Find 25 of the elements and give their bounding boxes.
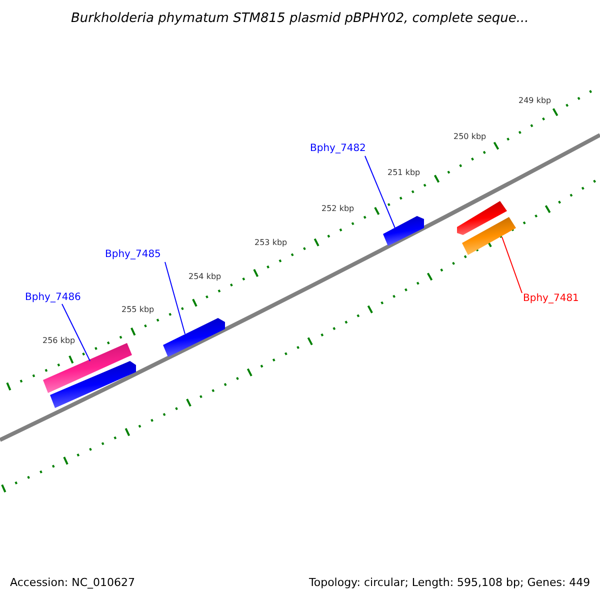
scale-label: 252 kbp — [322, 204, 354, 212]
gene-block — [457, 201, 507, 235]
footer-text: Topology: circular; Length: 595,108 bp; Genes: 449 — [309, 576, 590, 588]
scale-label: 253 kbp — [254, 238, 288, 246]
scale-label: 256 kbp — [42, 336, 76, 344]
gene-block — [50, 361, 136, 408]
gene-label: Bphy_7482 — [310, 142, 366, 154]
gene-label: Bphy_7485 — [105, 248, 161, 260]
leader-line — [364, 156, 396, 228]
gene-label: Bphy_7481 — [523, 292, 579, 304]
gene-bar — [462, 217, 516, 255]
footer-text: Accession: NC_010627 — [10, 576, 136, 588]
gene-label: Bphy_7486 — [25, 292, 81, 302]
leader-line — [164, 262, 186, 334]
scale-label: 249 kbp — [518, 96, 552, 104]
scale-label: 250 kbp — [454, 132, 486, 140]
gene-block — [163, 318, 225, 357]
gene-block — [383, 216, 424, 246]
leader-line — [62, 304, 90, 362]
scale-label: 251 kbp — [388, 168, 420, 176]
scale-label: 255 kbp — [122, 304, 154, 314]
scale-label: 254 kbp — [188, 272, 222, 280]
title: Burkholderia phymatum STM815 plasmid pBPHY02, complete seque... — [71, 10, 529, 26]
gene-bar — [43, 343, 132, 393]
leader-line — [502, 236, 522, 294]
